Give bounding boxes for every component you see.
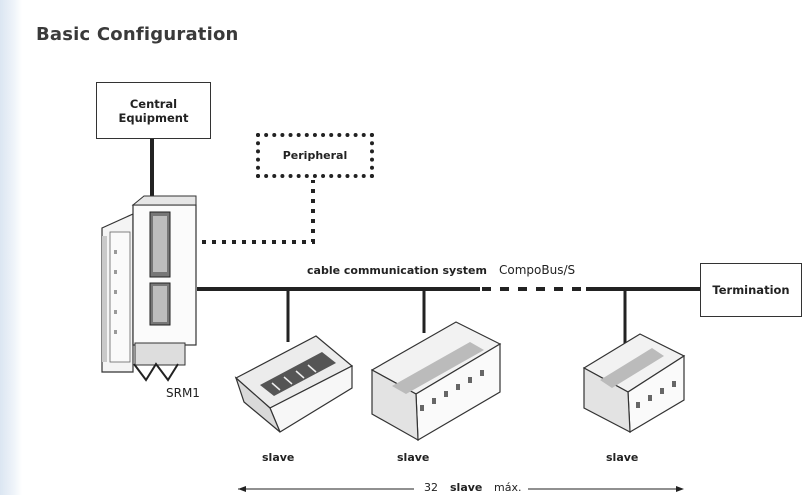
slave-unit-1	[234, 335, 354, 433]
central-equipment-box: Central Equipment	[96, 82, 211, 139]
slave-unit-2	[370, 321, 502, 442]
srm1-master-unit	[101, 195, 197, 382]
bus-label: cable communication system	[307, 264, 487, 277]
slave-label-3: slave	[606, 451, 639, 464]
range-suffix: máx.	[494, 481, 522, 494]
slave-label-2: slave	[397, 451, 430, 464]
termination-box: Termination	[700, 263, 802, 317]
range-word: slave	[450, 481, 483, 494]
page-title: Basic Configuration	[36, 24, 239, 45]
left-decorative-band	[0, 0, 22, 495]
srm1-label: SRM1	[166, 386, 200, 400]
slave-unit-3	[582, 333, 686, 434]
peripheral-box: Peripheral	[256, 133, 374, 178]
peripheral-link-line	[202, 180, 315, 244]
range-count: 32	[424, 481, 438, 494]
slave-range-arrow	[238, 486, 684, 492]
bus-protocol-label: CompoBus/S	[499, 263, 576, 277]
slave-label-1: slave	[262, 451, 295, 464]
